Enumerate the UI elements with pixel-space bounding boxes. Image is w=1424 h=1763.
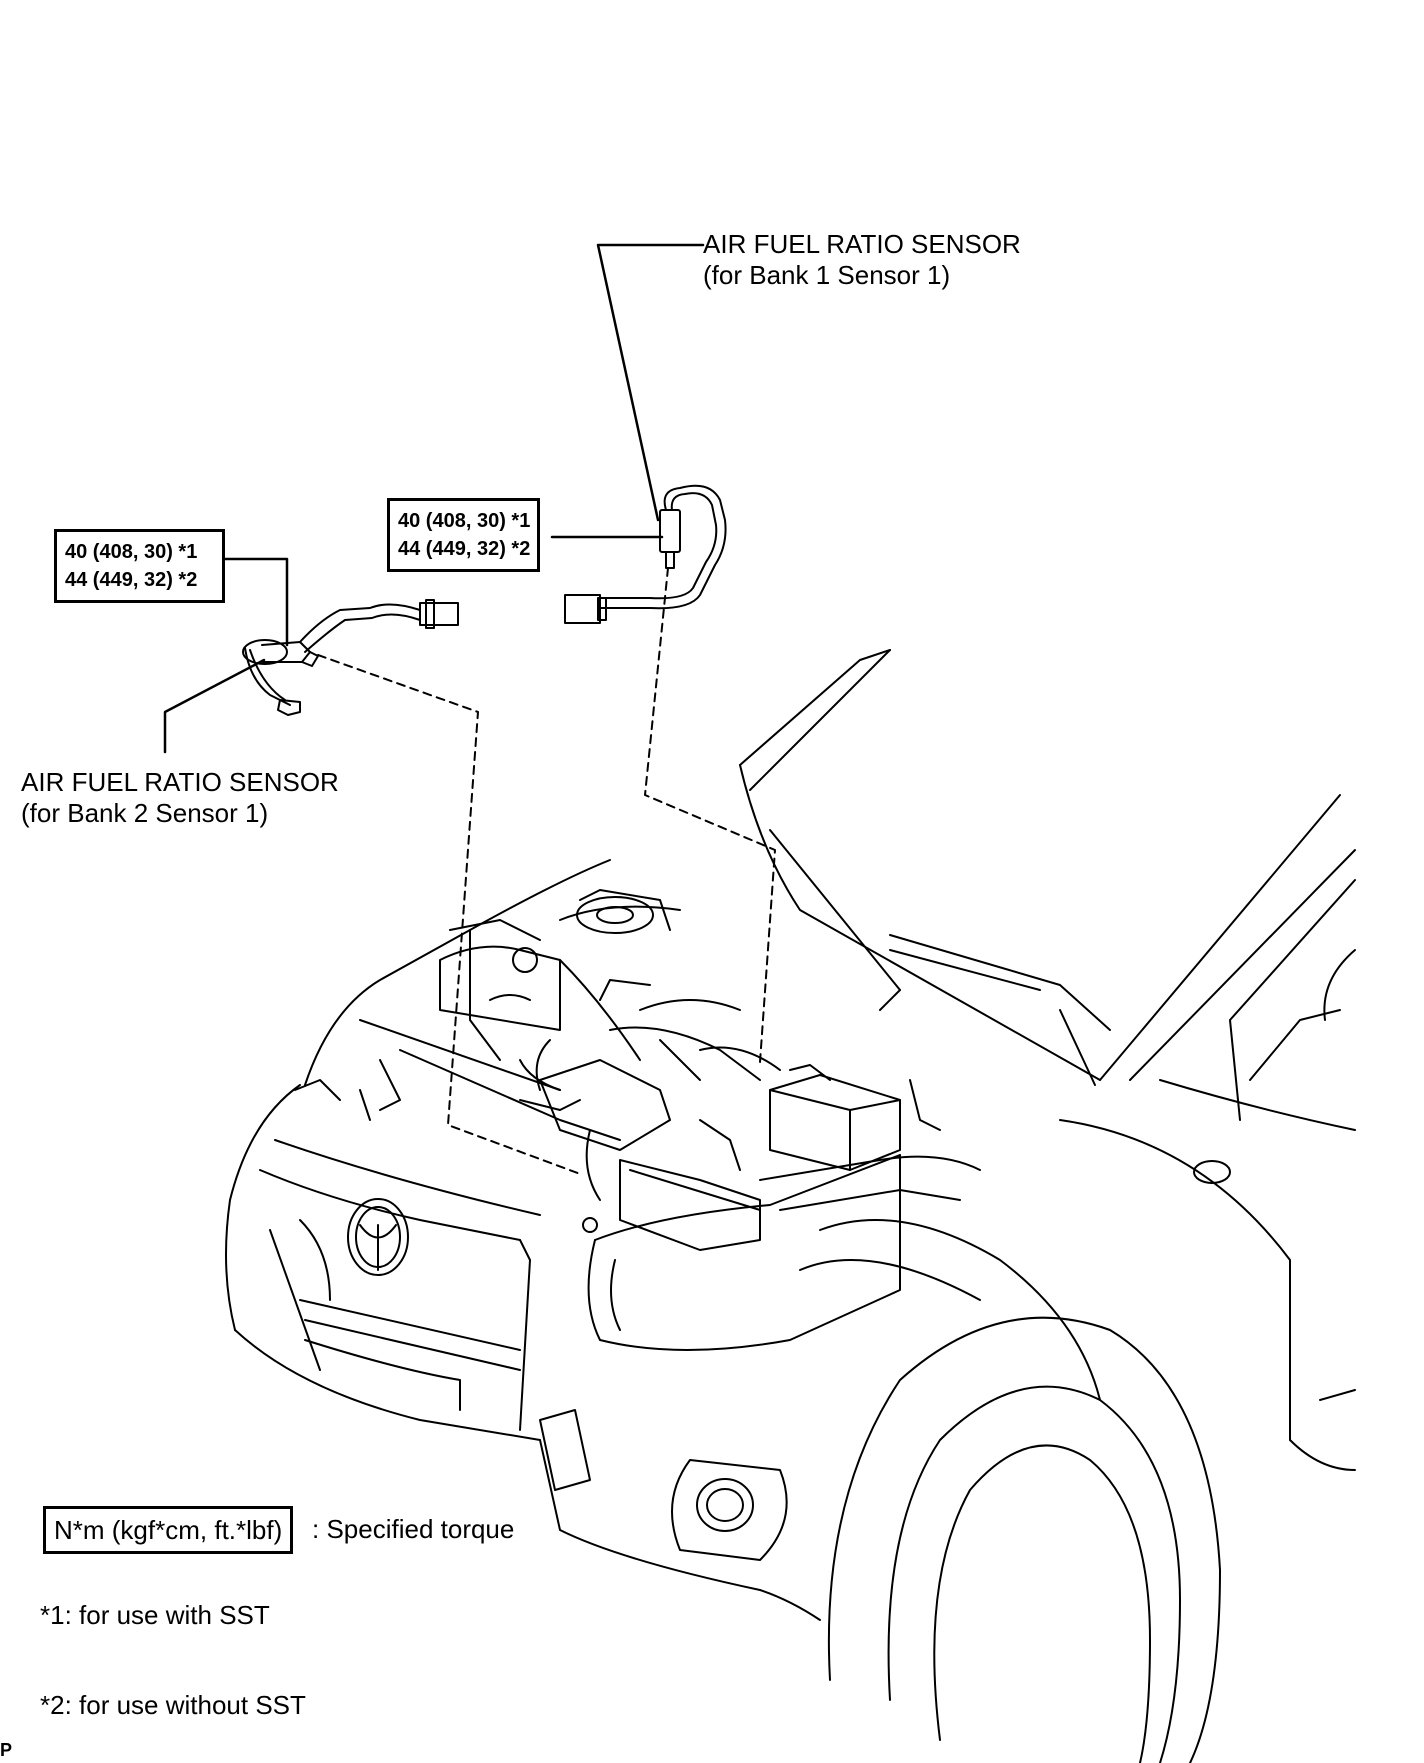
callout-bank1-name: AIR FUEL RATIO SENSOR (703, 229, 1021, 259)
fog-lamp-outline (539, 1409, 821, 1621)
bank2-sensor-drawing (242, 599, 459, 716)
fender-outline (1059, 1079, 1356, 1471)
torque-unit-legend-text: : Specified torque (312, 1514, 515, 1544)
callout-bank2-sensor: AIR FUEL RATIO SENSOR (for Bank 2 Sensor… (21, 767, 339, 829)
torque-box-bank1: 40 (408, 30) *1 44 (449, 32) *2 (387, 498, 540, 572)
location-dashed-lines (317, 567, 776, 1176)
engine-bay-components (294, 859, 981, 1251)
torque-bank2-line1: 40 (408, 30) *1 (65, 541, 198, 563)
front-wheel-outline (799, 1219, 1221, 1763)
front-grille-outline (225, 1084, 761, 1591)
torque-unit-legend-box: N*m (kgf*cm, ft.*lbf) (43, 1506, 294, 1554)
callout-bank1-location: (for Bank 1 Sensor 1) (703, 260, 951, 290)
callout-bank2-location: (for Bank 2 Sensor 1) (21, 798, 269, 828)
headlight-outline (587, 1154, 901, 1351)
torque-box-bank2: 40 (408, 30) *1 44 (449, 32) *2 (54, 529, 225, 603)
callout-leader-lines (163, 243, 705, 754)
torque-bank1-line1: 40 (408, 30) *1 (398, 510, 531, 532)
corner-mark: P (0, 1740, 13, 1760)
footnote-2: *2: for use without SST (40, 1690, 306, 1720)
hood-outline (739, 649, 1356, 1086)
callout-bank2-name: AIR FUEL RATIO SENSOR (21, 767, 339, 797)
torque-bank2-line2: 44 (449, 32) *2 (65, 569, 198, 591)
footnote-1: *1: for use with SST (40, 1600, 270, 1630)
torque-bank1-line2: 44 (449, 32) *2 (398, 538, 531, 560)
callout-bank1-sensor: AIR FUEL RATIO SENSOR (for Bank 1 Sensor… (703, 229, 1021, 291)
bank1-sensor-drawing (564, 484, 727, 624)
windshield-outline (889, 879, 1356, 1121)
